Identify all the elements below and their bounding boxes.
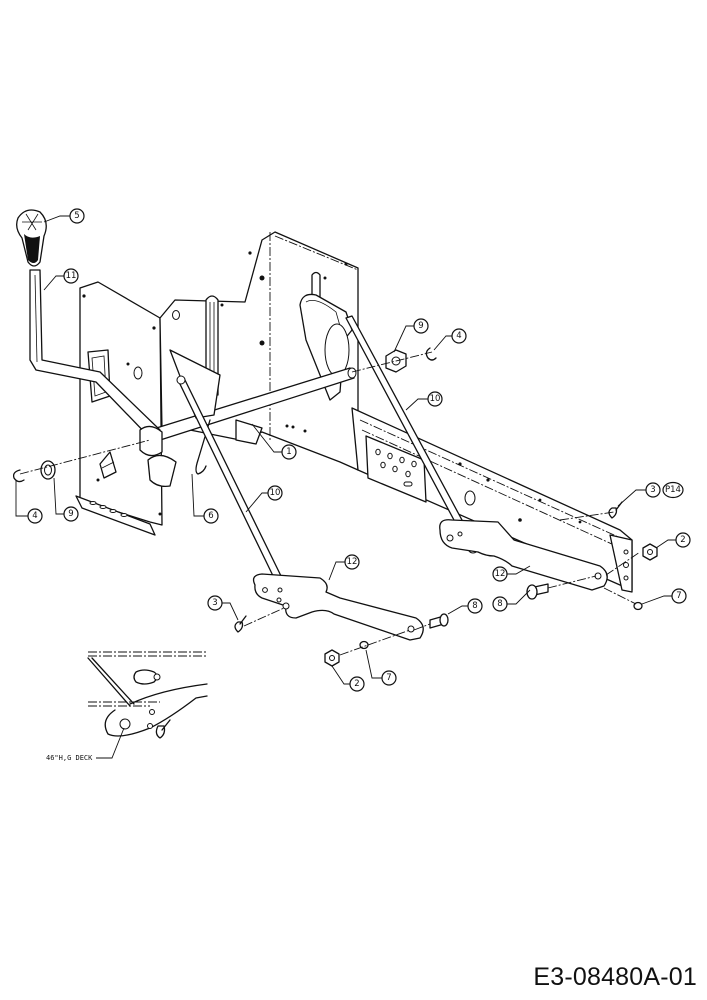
- lift-lever-grip: [16, 209, 47, 267]
- callout-P14: P14: [662, 481, 684, 499]
- inset-detail: 46"H,G DECK: [46, 651, 208, 762]
- axis-line-right: [351, 351, 433, 373]
- svg-text:10: 10: [270, 488, 281, 498]
- flange-bushing-right: [385, 349, 407, 373]
- lift-lever: [29, 269, 163, 457]
- callout-8-left: 8: [467, 598, 483, 614]
- callout-10-left: 10: [267, 485, 283, 501]
- deck-hanger-bracket-left: [252, 573, 424, 641]
- callout-7-right: 7: [671, 588, 687, 604]
- left-side-plate: [75, 281, 163, 536]
- svg-text:2: 2: [354, 679, 359, 689]
- svg-text:12: 12: [495, 569, 506, 579]
- svg-text:1: 1: [286, 447, 291, 457]
- svg-text:6: 6: [208, 511, 213, 521]
- callout-4-right: 4: [451, 328, 467, 344]
- callout-1: 1: [281, 444, 297, 460]
- shoulder-bolt-left: [429, 613, 449, 629]
- svg-text:3: 3: [650, 485, 655, 495]
- svg-text:11: 11: [66, 271, 77, 281]
- callout-6: 6: [203, 508, 219, 524]
- clip-right: [425, 347, 437, 361]
- svg-text:7: 7: [386, 673, 391, 683]
- callout-11: 11: [63, 268, 79, 284]
- svg-text:3: 3: [212, 598, 217, 608]
- callout-12-right: 12: [492, 566, 508, 582]
- callout-7-left: 7: [381, 670, 397, 686]
- svg-text:5: 5: [74, 211, 79, 221]
- callout-10-right: 10: [427, 391, 443, 407]
- callout-2-right: 2: [675, 532, 691, 548]
- svg-text:9: 9: [68, 509, 73, 519]
- svg-text:8: 8: [472, 601, 477, 611]
- callout-5: 5: [69, 208, 85, 224]
- svg-text:2: 2: [680, 535, 685, 545]
- svg-text:P14: P14: [665, 485, 681, 495]
- callout-8-right: 8: [492, 596, 508, 612]
- hex-nut-right: [642, 543, 658, 561]
- axis-line-left: [19, 439, 151, 475]
- svg-text:8: 8: [497, 599, 502, 609]
- svg-text:12: 12: [347, 557, 358, 567]
- inset-deck-label: 46"H,G DECK: [46, 754, 93, 762]
- callout-9-left: 9: [63, 506, 79, 522]
- hex-nut-left: [324, 649, 340, 667]
- svg-text:7: 7: [676, 591, 681, 601]
- spring-hook: [195, 419, 211, 475]
- bow-tie-clip-left: [234, 615, 247, 633]
- clip-left: [12, 469, 25, 483]
- callout-3-right: 3: [645, 482, 661, 498]
- washer-right: [633, 601, 643, 611]
- svg-text:10: 10: [430, 394, 441, 404]
- svg-text:4: 4: [32, 511, 37, 521]
- callout-9-right: 9: [413, 318, 429, 334]
- callout-12-left: 12: [344, 554, 360, 570]
- callout-3-left: 3: [207, 595, 223, 611]
- svg-text:9: 9: [418, 321, 423, 331]
- shoulder-bolt-right: [526, 583, 549, 600]
- callout-2-left: 2: [349, 676, 365, 692]
- svg-text:4: 4: [456, 331, 461, 341]
- flange-bushing-left: [40, 460, 56, 480]
- deck-hanger-bracket-right: [439, 519, 608, 591]
- drawing-number: E3-08480A-01: [533, 963, 697, 991]
- callout-4-left: 4: [27, 508, 43, 524]
- callouts: 5 11 9 4 10 1 4 9 6 10 3 P14 2: [15, 208, 691, 692]
